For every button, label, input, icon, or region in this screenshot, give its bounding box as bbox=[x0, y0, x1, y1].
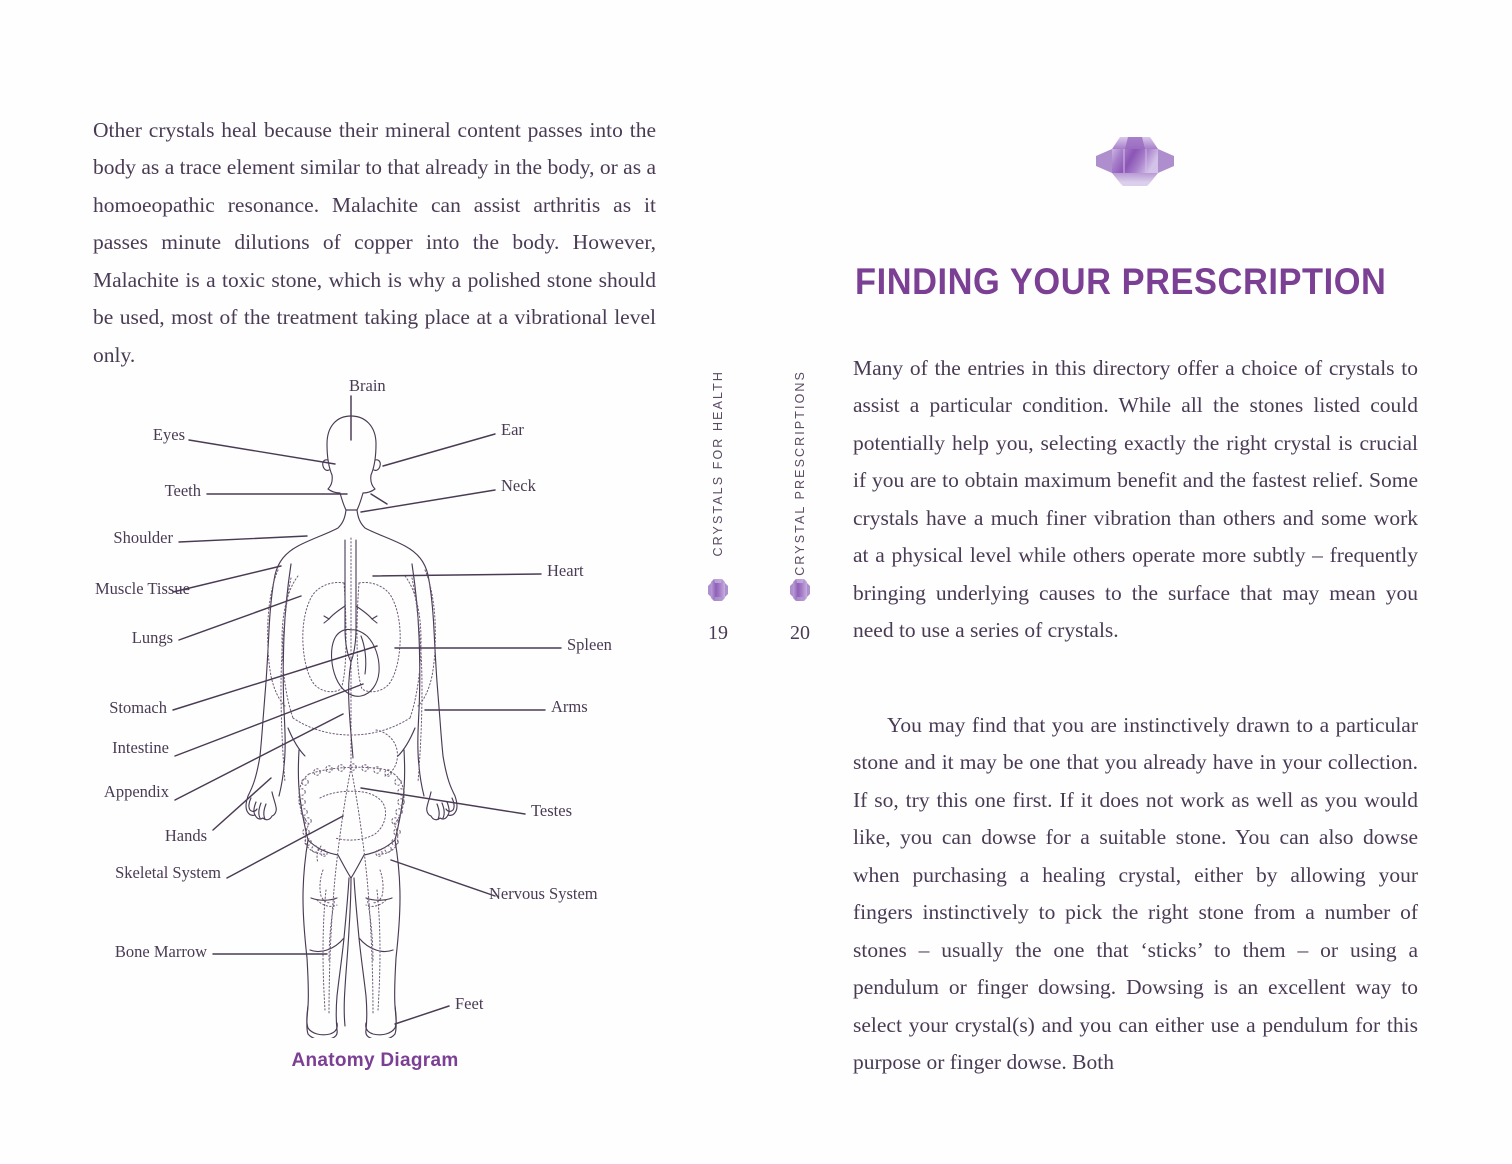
diagram-label-arms: Arms bbox=[551, 697, 588, 716]
diagram-label-bone-marrow: Bone Marrow bbox=[114, 942, 207, 961]
prescription-paragraph-2: You may find that you are instinctively … bbox=[853, 712, 1418, 1075]
diagram-label-heart: Heart bbox=[547, 561, 584, 580]
page-number-left: 19 bbox=[708, 622, 728, 644]
diagram-label-feet: Feet bbox=[455, 994, 484, 1013]
amethyst-crystal-icon bbox=[1090, 133, 1180, 193]
diagram-label-intestine: Intestine bbox=[112, 738, 169, 757]
anatomy-diagram-caption: Anatomy Diagram bbox=[291, 1050, 459, 1071]
running-head-crystals-for-health: CRYSTALS FOR HEALTH bbox=[711, 370, 725, 557]
spine-left-page-marker: CRYSTALS FOR HEALTH 19 bbox=[688, 370, 748, 660]
diagram-label-testes: Testes bbox=[531, 801, 573, 820]
prescription-paragraph-1: Many of the entries in this directory of… bbox=[853, 355, 1418, 643]
diagram-label-stomach: Stomach bbox=[109, 698, 167, 717]
diagram-label-nervous-system: Nervous System bbox=[489, 884, 598, 903]
diagram-label-eyes: Eyes bbox=[152, 425, 185, 444]
diagram-label-brain: Brain bbox=[349, 376, 386, 395]
page-number-right: 20 bbox=[790, 622, 810, 644]
diagram-label-lungs: Lungs bbox=[131, 628, 173, 647]
anatomy-diagram-figure: Brain Eyes Teeth Shoulder Muscle Tissue … bbox=[95, 376, 625, 1090]
running-head-right-wrap: CRYSTAL PRESCRIPTIONS bbox=[770, 370, 830, 576]
diagram-label-neck: Neck bbox=[501, 476, 536, 495]
left-intro-paragraph: Other crystals heal because their minera… bbox=[93, 117, 656, 367]
running-head-crystal-prescriptions: CRYSTAL PRESCRIPTIONS bbox=[793, 370, 807, 576]
crystal-icon bbox=[708, 575, 728, 610]
diagram-label-spleen: Spleen bbox=[567, 635, 612, 654]
diagram-label-hands: Hands bbox=[164, 826, 207, 845]
diagram-label-muscle-tissue: Muscle Tissue bbox=[95, 579, 190, 598]
diagram-label-teeth: Teeth bbox=[164, 481, 201, 500]
anatomy-illustration bbox=[172, 395, 562, 1038]
diagram-label-ear: Ear bbox=[501, 420, 524, 439]
running-head-left-wrap: CRYSTALS FOR HEALTH bbox=[688, 370, 748, 570]
left-page: Other crystals heal because their minera… bbox=[0, 0, 700, 1164]
spine-running-heads: CRYSTALS FOR HEALTH 19 bbox=[680, 370, 840, 670]
page-title: FINDING YOUR PRESCRIPTION bbox=[855, 260, 1387, 302]
crystal-icon bbox=[790, 575, 810, 610]
diagram-label-shoulder: Shoulder bbox=[113, 528, 173, 547]
diagram-label-appendix: Appendix bbox=[103, 782, 169, 801]
diagram-label-skeletal-system: Skeletal System bbox=[115, 863, 221, 882]
spine-right-page-marker: CRYSTAL PRESCRIPTIONS 20 bbox=[770, 370, 830, 660]
